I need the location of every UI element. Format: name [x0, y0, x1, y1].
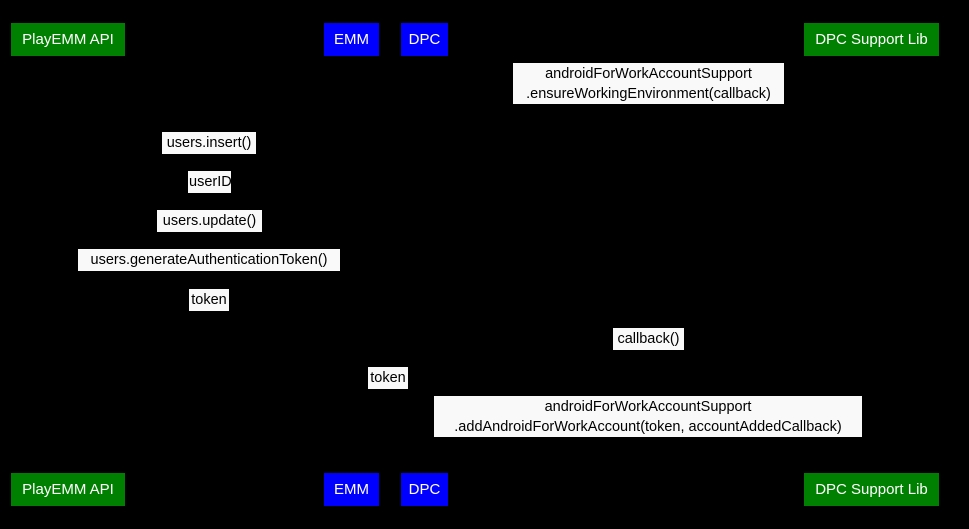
participant-label: DPC Support Lib	[815, 481, 928, 498]
participant-playemm-api: PlayEMM API	[11, 23, 125, 56]
message-line: .addAndroidForWorkAccount(token, account…	[454, 418, 842, 435]
participant-dpc-support-lib: DPC Support Lib	[804, 23, 939, 56]
message-label-add-android-for-work-account: androidForWorkAccountSupport .addAndroidF…	[434, 396, 862, 437]
message-line: .ensureWorkingEnvironment(callback)	[526, 85, 771, 102]
participant-label: PlayEMM API	[22, 31, 114, 48]
message-line: userID	[189, 173, 232, 190]
message-label-callback: callback()	[613, 328, 684, 350]
message-label-user-id: userID	[188, 171, 232, 193]
participant-dpc: DPC	[401, 23, 448, 56]
participant-playemm-api: PlayEMM API	[11, 473, 125, 506]
participant-dpc-support-lib: DPC Support Lib	[804, 473, 939, 506]
participant-label: EMM	[334, 481, 369, 498]
message-line: androidForWorkAccountSupport	[545, 65, 752, 82]
message-line: token	[191, 291, 227, 308]
participant-label: DPC	[408, 31, 441, 48]
message-line: callback()	[617, 330, 680, 347]
participant-dpc: DPC	[401, 473, 448, 506]
message-line: users.update()	[162, 212, 257, 229]
participant-label: EMM	[334, 31, 369, 48]
participant-emm: EMM	[324, 23, 379, 56]
message-label-users-update: users.update()	[157, 210, 262, 232]
participant-label: DPC Support Lib	[815, 31, 928, 48]
message-label-token-to-dpc: token	[368, 367, 408, 389]
message-line: users.insert()	[166, 134, 252, 151]
message-line: token	[370, 369, 406, 386]
message-label-ensure-working-environment: androidForWorkAccountSupport .ensureWorki…	[513, 63, 784, 104]
participant-emm: EMM	[324, 473, 379, 506]
message-line: users.generateAuthenticationToken()	[90, 251, 328, 268]
message-label-users-insert: users.insert()	[162, 132, 256, 154]
message-label-token-to-emm: token	[189, 289, 229, 311]
message-label-users-generate-authentication-token: users.generateAuthenticationToken()	[78, 249, 340, 271]
participant-label: DPC	[408, 481, 441, 498]
message-line: androidForWorkAccountSupport	[544, 398, 752, 415]
participant-label: PlayEMM API	[22, 481, 114, 498]
